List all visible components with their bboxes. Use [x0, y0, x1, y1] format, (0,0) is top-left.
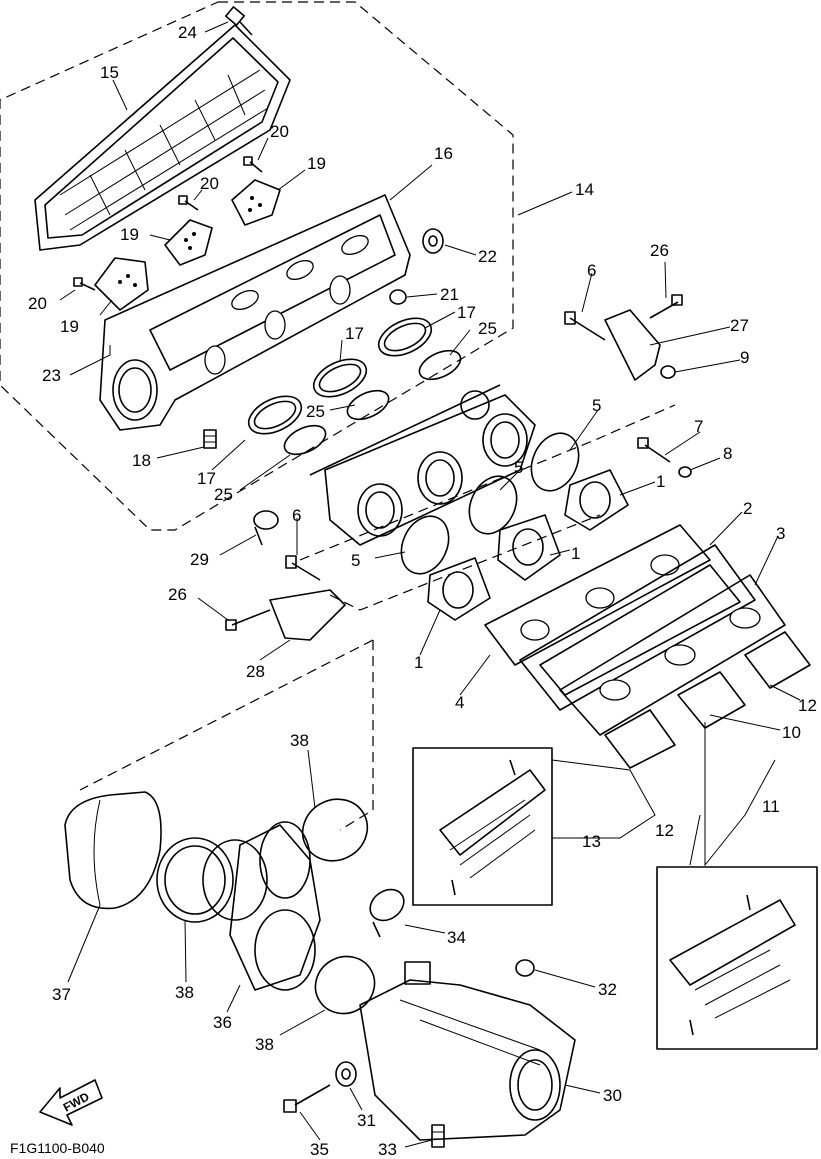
air-box-main-16: [99, 194, 411, 431]
nut-9: [660, 365, 676, 379]
gasket-3: [559, 574, 786, 736]
label-24: 24: [178, 23, 197, 42]
leader-lines: [59, 21, 801, 1148]
drain-33: [431, 1124, 445, 1148]
clamp-29: [253, 510, 279, 546]
label-6: 6: [587, 261, 596, 280]
detail-box-13: [412, 747, 553, 906]
label-27: 27: [730, 316, 749, 335]
label-3: 3: [776, 524, 785, 543]
label-18: 18: [132, 451, 151, 470]
callout-labels: 24 15 20 19 20 16 14 19 22 20 19 21 17 2…: [10, 23, 817, 1159]
label-34: 34: [447, 928, 466, 947]
bracket-28: [269, 589, 346, 641]
clamp-25: [283, 349, 462, 456]
reed-manifold-2: [519, 544, 756, 711]
label-1: 1: [414, 653, 423, 672]
label-12: 12: [798, 696, 817, 715]
label-20: 20: [28, 294, 47, 313]
clamp-5: [400, 432, 580, 575]
nut-21: [389, 289, 407, 305]
throttle-body-assembly: [309, 384, 536, 546]
air-filter-37: [64, 791, 162, 910]
label-25: 25: [478, 319, 497, 338]
label-7: 7: [694, 417, 703, 436]
label-25: 25: [214, 485, 233, 504]
grommet-32: [515, 959, 535, 977]
label-1: 1: [571, 544, 580, 563]
clamp-38: [156, 798, 376, 1015]
label-31: 31: [357, 1111, 376, 1130]
label-10: 10: [782, 723, 801, 742]
label-19: 19: [307, 154, 326, 173]
intake-duct-36: [202, 821, 321, 991]
label-38: 38: [290, 731, 309, 750]
label-28: 28: [246, 662, 265, 681]
label-16: 16: [434, 144, 453, 163]
label-25: 25: [306, 402, 325, 421]
grommet-22: [422, 228, 444, 254]
joint-17: [247, 317, 433, 435]
filter-element-19: [94, 179, 281, 311]
bolt-7: [637, 437, 671, 463]
label-32: 32: [598, 980, 617, 999]
washer-8: [678, 466, 692, 478]
bolt-24: [224, 6, 253, 36]
label-19: 19: [120, 225, 139, 244]
air-filter-cover-15: [34, 24, 291, 251]
label-26: 26: [650, 241, 669, 260]
label-33: 33: [378, 1140, 397, 1159]
air-box-group-outline: [0, 1, 676, 831]
label-30: 30: [603, 1086, 622, 1105]
label-8: 8: [723, 444, 732, 463]
bolt-35: [283, 1084, 331, 1113]
joint-1: [427, 469, 629, 621]
fwd-arrow-icon: FWD: [39, 1079, 103, 1126]
label-15: 15: [100, 63, 119, 82]
label-20: 20: [270, 122, 289, 141]
label-12: 12: [655, 821, 674, 840]
screw-20: [73, 156, 263, 291]
label-29: 29: [190, 550, 209, 569]
diagram-code: F1G1100-B040: [10, 1140, 105, 1156]
label-4: 4: [455, 693, 464, 712]
bolt-26: [225, 294, 683, 631]
label-19: 19: [60, 317, 79, 336]
label-38: 38: [175, 983, 194, 1002]
label-17: 17: [197, 469, 216, 488]
label-35: 35: [310, 1140, 329, 1159]
grommet-31: [335, 1061, 357, 1087]
bracket-27: [604, 309, 661, 381]
label-5: 5: [351, 551, 360, 570]
intake-silencer-30: [359, 961, 576, 1141]
label-22: 22: [478, 247, 497, 266]
bolt-6: [285, 311, 606, 581]
label-23: 23: [42, 366, 61, 385]
label-38: 38: [255, 1035, 274, 1054]
label-2: 2: [743, 499, 752, 518]
label-13: 13: [582, 832, 601, 851]
label-5: 5: [592, 396, 601, 415]
label-11: 11: [762, 797, 780, 816]
label-9: 9: [740, 348, 749, 367]
label-17: 17: [345, 324, 364, 343]
label-1: 1: [656, 472, 665, 491]
label-37: 37: [52, 985, 71, 1004]
label-6: 6: [292, 506, 301, 525]
label-5: 5: [514, 458, 523, 477]
clamp-34: [369, 888, 405, 938]
label-26: 26: [168, 585, 187, 604]
reed-valve-12: [604, 631, 811, 769]
label-14: 14: [575, 180, 594, 199]
label-17: 17: [457, 303, 476, 322]
drain-plug-18: [203, 429, 217, 449]
label-21: 21: [440, 285, 459, 304]
label-20: 20: [200, 174, 219, 193]
label-36: 36: [213, 1013, 232, 1032]
detail-box-11: [656, 866, 818, 1050]
